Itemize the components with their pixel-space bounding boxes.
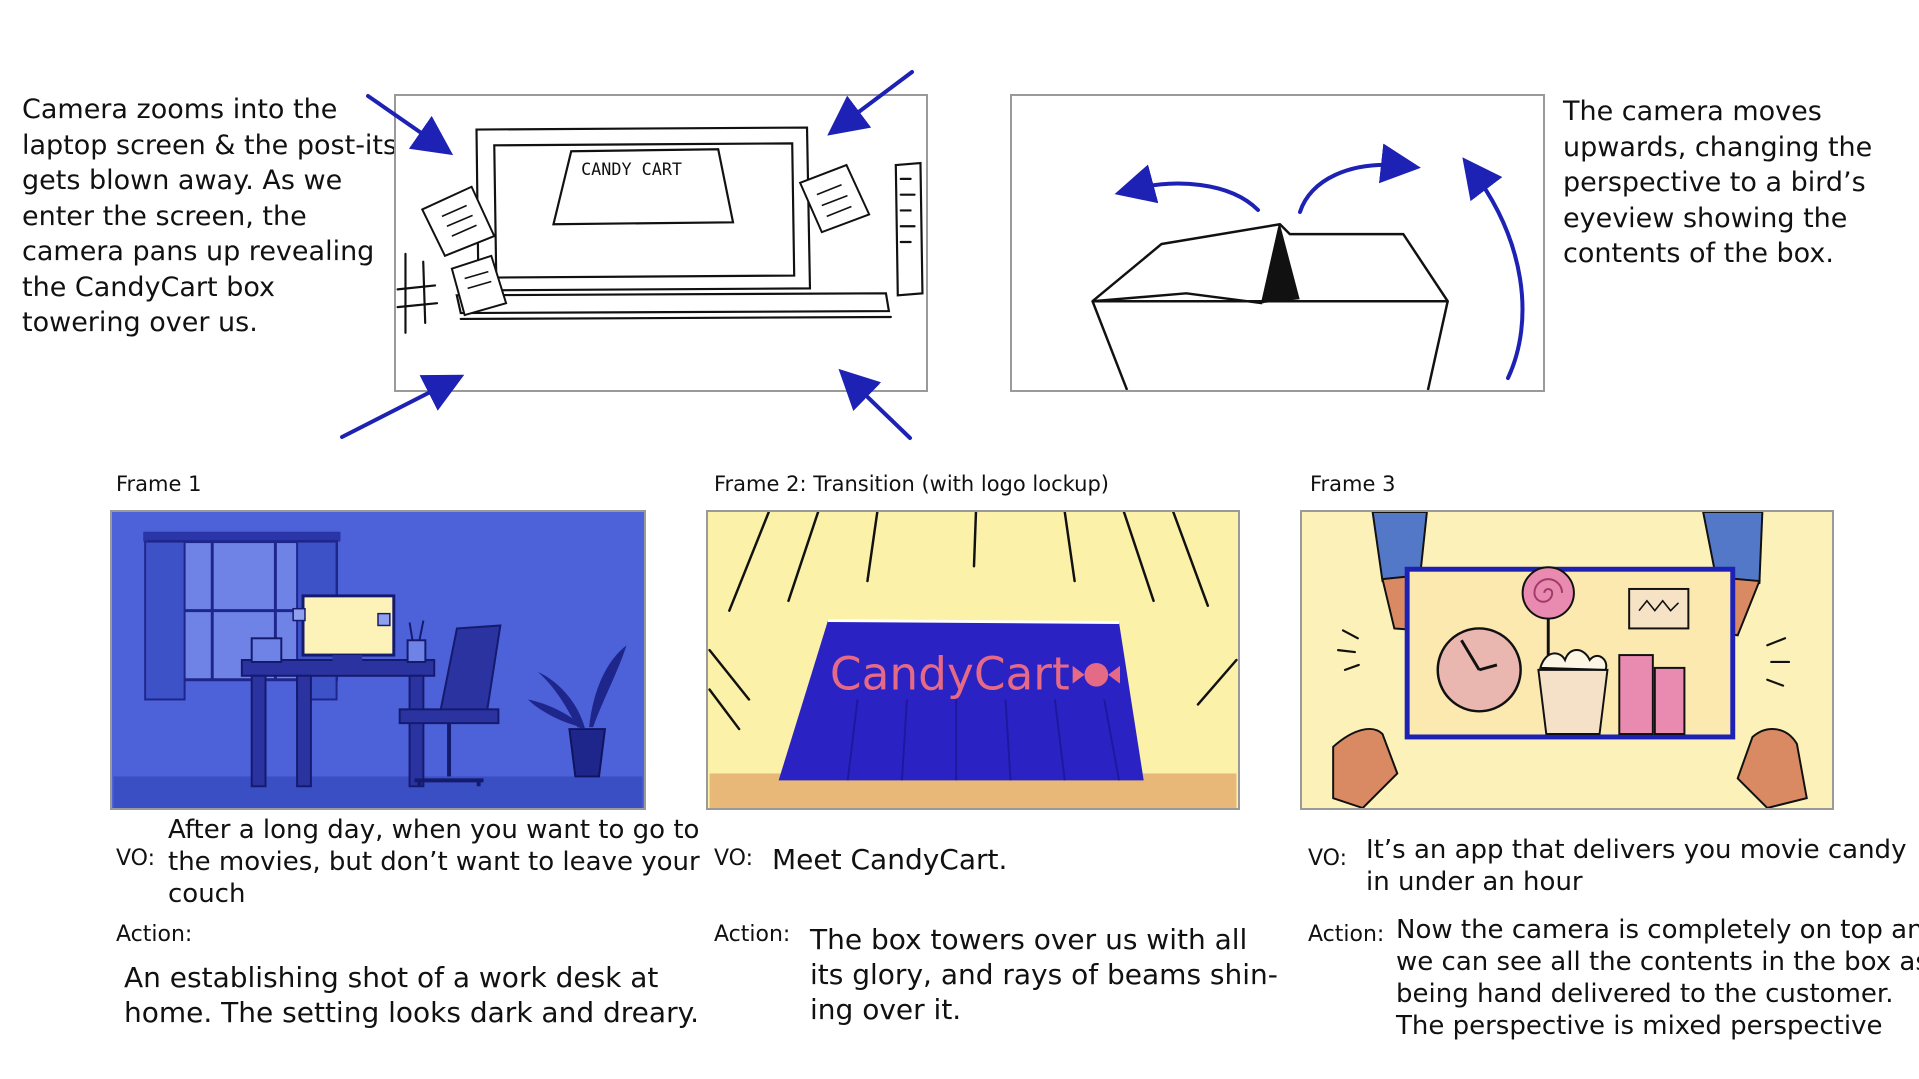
sketch-laptop-drawing: CANDY CART (396, 126, 924, 334)
note-line: camera pans up revealing (22, 236, 375, 267)
frame-3-action-label: Action: (1308, 922, 1385, 947)
frame-3-vo-label: VO: (1308, 846, 1348, 871)
frame-3-title: Frame 3 (1310, 472, 1396, 496)
frame-2-logo-text: CandyCart (830, 648, 1070, 701)
frame-1-action-label: Action: (116, 922, 193, 947)
note-line: upwards, changing the (1563, 131, 1873, 163)
action-line: ing over it. (810, 993, 962, 1026)
frame-3-action-text: Now the camera is completely on top and … (1396, 914, 1919, 1042)
vo-line: It’s an app that delivers you movie cand… (1366, 835, 1907, 865)
vo-line: couch (168, 879, 246, 909)
frame-1-title: Frame 1 (116, 472, 202, 496)
vo-line: in under an hour (1366, 867, 1583, 897)
note-line: gets blown away. As we (22, 165, 343, 196)
sketch-laptop-text: CANDY CART (581, 159, 682, 179)
frame-1-illustration (110, 510, 646, 810)
action-line: we can see all the contents in the box a… (1396, 947, 1919, 977)
frame-2-title: Frame 2: Transition (with logo lockup) (714, 472, 1109, 496)
action-line: The perspective is mixed perspective (1396, 1011, 1883, 1041)
frame-3-box-contents (1303, 512, 1831, 808)
frame-1-vo-label: VO: (116, 846, 156, 871)
sketch-laptop-zoom: CANDY CART (394, 94, 928, 392)
frame-2-vo-label: VO: (714, 846, 754, 871)
vo-line: After a long day, when you want to go to (168, 815, 700, 845)
sketch-box-drawing (1091, 223, 1449, 390)
frame-1-desk-scene (113, 512, 643, 808)
upward-arrows (1114, 143, 1525, 380)
frame-1-action-text: An establishing shot of a work desk at h… (124, 960, 704, 1030)
frame-3-vo-text: It’s an app that delivers you movie cand… (1366, 834, 1906, 898)
note-line: perspective to a bird’s (1563, 167, 1866, 198)
action-line: The box towers over us with all (810, 923, 1248, 956)
note-line: contents of the box. (1563, 238, 1834, 269)
left-sketch-note: Camera zooms into the laptop screen & th… (22, 92, 398, 341)
action-line: its glory, and rays of beams shin- (810, 958, 1278, 991)
action-line: An establishing shot of a work desk at (124, 961, 659, 994)
action-line: being hand delivered to the customer. (1396, 979, 1894, 1009)
frame-2-illustration: CandyCart (706, 510, 1240, 810)
frame-3-illustration (1300, 510, 1834, 810)
candy-icon (1072, 662, 1121, 687)
note-line: towering over us. (22, 307, 258, 338)
vo-line: Meet CandyCart. (772, 843, 1008, 876)
note-line: eyeview showing the (1563, 202, 1848, 234)
frame-2-vo-text: Meet CandyCart. (772, 842, 1172, 877)
vo-line: the movies, but don’t want to leave your (168, 847, 700, 877)
frame-1-vo-text: After a long day, when you want to go to… (168, 814, 700, 910)
sketch-box-birdseye (1010, 94, 1545, 392)
frame-2-action-label: Action: (714, 922, 791, 947)
zoom-arrows (340, 70, 914, 440)
note-line: enter the screen, the (22, 200, 307, 232)
note-line: Camera zooms into the (22, 94, 338, 125)
action-line: Now the camera is completely on top and (1396, 915, 1919, 945)
frame-2-logo-lockup: CandyCart (708, 512, 1238, 808)
note-line: the CandyCart box (22, 271, 275, 303)
note-line: The camera moves (1563, 96, 1822, 127)
right-sketch-note: The camera moves upwards, changing the p… (1563, 94, 1903, 272)
frame-2-action-text: The box towers over us with all its glor… (810, 922, 1278, 1027)
action-line: home. The setting looks dark and dreary. (124, 996, 700, 1029)
note-line: laptop screen & the post-its (22, 129, 398, 161)
